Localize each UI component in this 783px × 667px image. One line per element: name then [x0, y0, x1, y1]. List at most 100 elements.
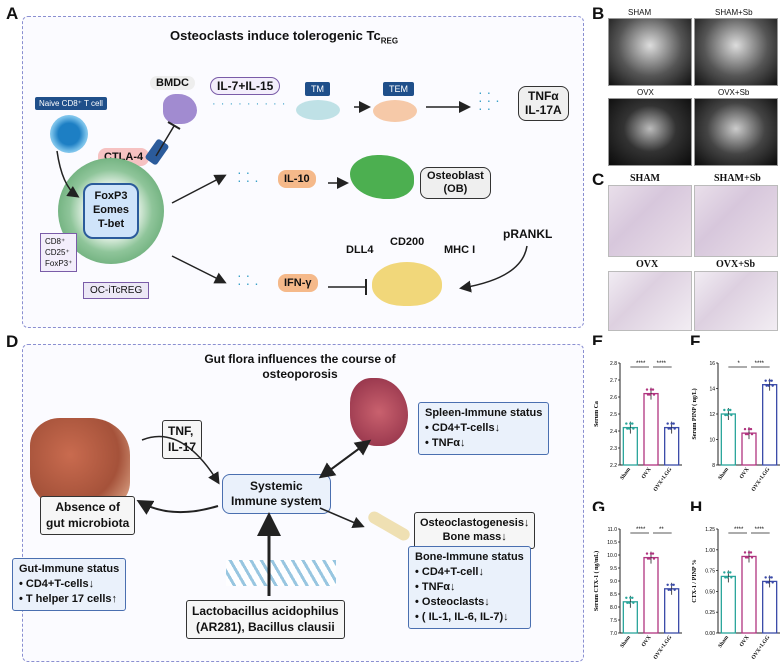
- x-tick-label: OVX: [739, 467, 751, 480]
- data-point: [648, 393, 652, 396]
- y-tick-label: 10: [709, 438, 715, 444]
- y-tick-label: 1.25: [705, 527, 715, 533]
- data-point: [726, 413, 729, 417]
- bar: [762, 384, 778, 466]
- panel-d-letter: D: [6, 332, 19, 351]
- y-tick-label: 7.5: [610, 618, 617, 624]
- panel-d-arrows: [136, 435, 372, 596]
- osteoblast-label: Osteoblast (OB): [420, 167, 491, 200]
- c-label-2: OVX: [636, 259, 659, 270]
- c-image-ovx-sb: [694, 271, 778, 331]
- b-image-sham-sb: [694, 18, 778, 86]
- lacto-box: Lactobacillus acidophilus (AR281), Bacil…: [186, 600, 345, 640]
- data-point: [764, 576, 767, 579]
- il10-label: IL-10: [278, 170, 316, 188]
- systemic-box: Systemic Immune system: [222, 474, 331, 514]
- tem-cell-icon: [373, 100, 417, 122]
- x-tick-label: Sham: [717, 466, 730, 481]
- data-point: [672, 422, 675, 425]
- cd200-label: CD200: [390, 236, 425, 248]
- bmdc-label: BMDC: [150, 76, 195, 90]
- data-point: [645, 388, 649, 391]
- osteoblast-icon: [350, 155, 414, 199]
- osteoclastogenesis-box: Osteoclastogenesis↓ Bone mass↓: [414, 512, 536, 549]
- bar: [643, 392, 659, 466]
- sig-label: **: [659, 527, 664, 533]
- y-axis-label: Serum PINP ( ng/L): [691, 388, 698, 439]
- data-point: [667, 588, 670, 591]
- y-tick-label: 14: [709, 387, 715, 393]
- y-tick-label: 2.2: [610, 463, 617, 469]
- b-image-ovx-sb: [694, 98, 778, 166]
- y-tick-label: 0.00: [705, 631, 715, 637]
- data-point: [723, 571, 726, 574]
- data-point: [724, 413, 727, 417]
- x-tick-label: OVX+LGG: [653, 466, 674, 493]
- x-tick-label: OVX+LGG: [751, 466, 772, 493]
- data-point: [649, 388, 653, 391]
- tm-label: TM: [305, 82, 330, 96]
- data-point: [727, 571, 730, 574]
- sig-label: ****: [755, 527, 765, 533]
- markers-box: CD8⁺ CD25⁺ FoxP3⁺: [40, 233, 78, 272]
- data-point: [744, 556, 748, 559]
- y-tick-label: 8: [712, 463, 715, 469]
- tm-cell-icon: [296, 100, 340, 120]
- gut-organ-icon: [30, 418, 130, 510]
- data-point: [652, 557, 656, 560]
- b-image-ovx: [608, 98, 692, 166]
- c-image-sham-sb: [694, 185, 778, 257]
- data-point: [730, 413, 733, 417]
- data-point: [743, 427, 747, 431]
- data-point: [667, 427, 670, 430]
- chart-h: CTX-1 / PINP %0.000.250.500.751.001.25Sh…: [688, 511, 783, 663]
- data-point: [648, 557, 652, 560]
- data-point: [625, 422, 628, 425]
- data-point: [767, 384, 770, 387]
- tcreg-nucleus: FoxP3 Eomes T-bet: [83, 183, 139, 239]
- c-image-sham: [608, 185, 692, 257]
- y-tick-label: 0.75: [705, 569, 715, 575]
- data-point: [631, 596, 634, 599]
- data-point: [669, 427, 672, 430]
- data-point: [723, 408, 726, 412]
- spleen-icon: [350, 378, 408, 446]
- sig-label: ****: [734, 527, 744, 533]
- prankl-label: pRANKL: [503, 227, 553, 241]
- y-tick-label: 11.0: [608, 527, 618, 533]
- x-tick-label: OVX+LGG: [751, 634, 772, 661]
- b-label-1: SHAM+Sb: [715, 8, 753, 17]
- b-label-0: SHAM: [628, 8, 652, 17]
- c-image-ovx: [608, 271, 692, 331]
- data-point: [651, 388, 655, 391]
- data-point: [666, 583, 669, 586]
- panel-b-letter: B: [592, 4, 605, 23]
- data-point: [729, 408, 732, 412]
- x-tick-label: Sham: [717, 634, 730, 649]
- data-point: [743, 551, 747, 554]
- ifng-label: IFN-γ: [278, 274, 318, 292]
- x-tick-label: OVX+LGG: [653, 634, 674, 661]
- data-point: [730, 576, 733, 579]
- panel-f-letter: F: [690, 332, 701, 351]
- osteoclast-icon: [372, 262, 442, 306]
- dll4-label: DLL4: [346, 244, 374, 256]
- y-tick-label: 8.5: [610, 592, 617, 598]
- data-point: [765, 581, 768, 584]
- dots-ifng: · ·· · ·: [237, 267, 259, 291]
- sig-label: ****: [657, 361, 667, 367]
- y-tick-label: 2.3: [610, 446, 617, 452]
- data-point: [666, 422, 669, 425]
- y-tick-label: 9.0: [610, 579, 617, 585]
- panel-a-arrows: [56, 101, 528, 295]
- data-point: [768, 379, 771, 382]
- sig-label: *: [737, 361, 740, 367]
- c-label-3: OVX+Sb: [716, 259, 756, 270]
- data-point: [729, 571, 732, 574]
- bar: [741, 555, 757, 634]
- y-tick-label: 2.8: [610, 361, 617, 367]
- b-image-sham: [608, 18, 692, 86]
- bar: [762, 580, 778, 634]
- naive-label: Naive CD8⁺ T cell: [35, 97, 107, 110]
